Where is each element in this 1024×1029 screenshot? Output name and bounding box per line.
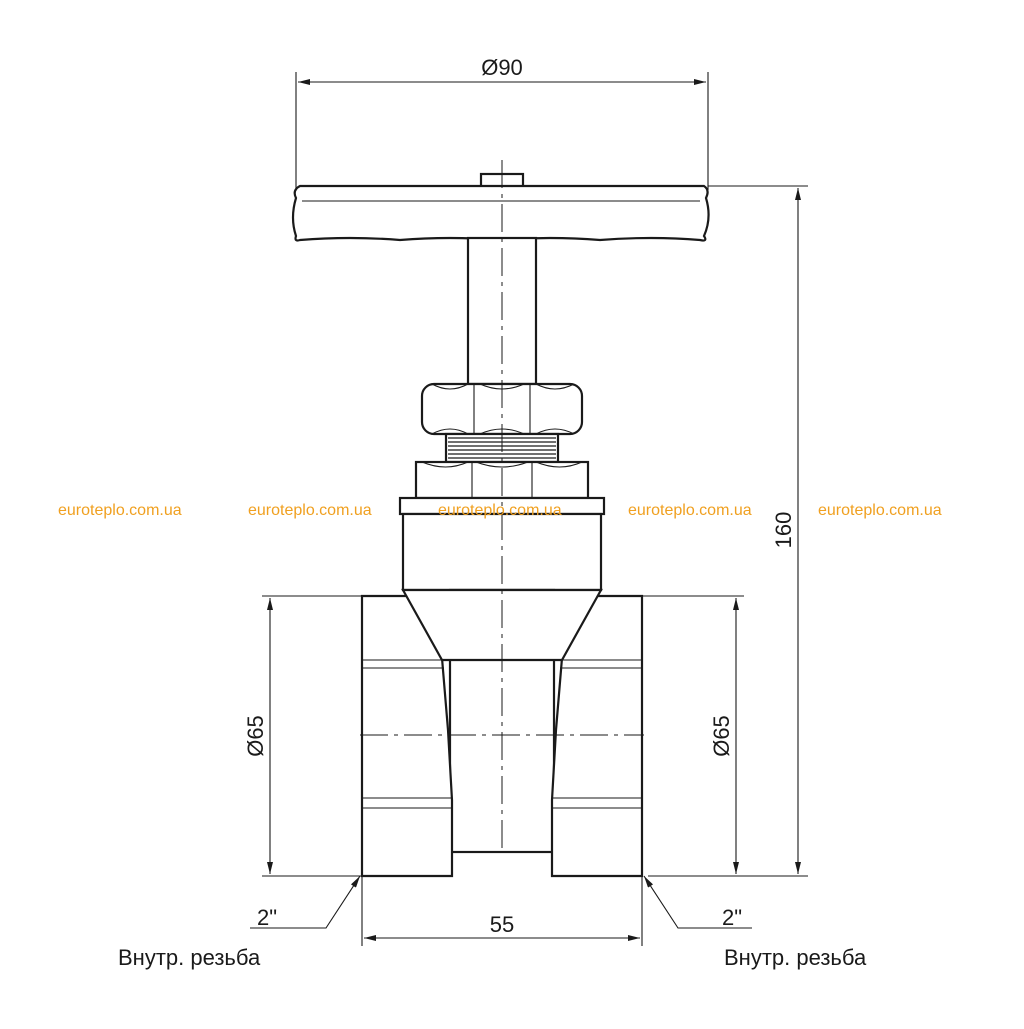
watermark-text: euroteplo.com.ua: [248, 502, 372, 519]
right-thread-size: 2": [722, 905, 742, 930]
dimension-right-body-diameter: Ø65: [642, 595, 744, 874]
thread-callout-left: 2" Внутр. резьба: [118, 875, 361, 970]
watermark-text: euroteplo.com.ua: [818, 502, 942, 519]
center-lines: [360, 160, 644, 850]
watermark-row: euroteplo.com.ua euroteplo.com.ua eurote…: [58, 502, 942, 519]
watermark-text: euroteplo.com.ua: [58, 502, 182, 519]
dimension-face-to-face: 55: [361, 876, 643, 946]
left-thread-size: 2": [257, 905, 277, 930]
watermark-text: euroteplo.com.ua: [438, 502, 562, 519]
dimension-handwheel-diameter: Ø90: [295, 55, 709, 190]
thread-callout-right: 2" Внутр. резьба: [643, 875, 867, 970]
right-body-diameter-label: Ø65: [709, 715, 734, 757]
handwheel-disc: [291, 184, 710, 242]
dimension-overall-height: 160: [648, 185, 808, 877]
overall-height-label: 160: [771, 512, 796, 549]
left-thread-note: Внутр. резьба: [118, 945, 261, 970]
dimension-left-body-diameter: Ø65: [243, 595, 362, 877]
left-body-diameter-label: Ø65: [243, 715, 268, 757]
face-to-face-label: 55: [490, 912, 514, 937]
handwheel-diameter-label: Ø90: [481, 55, 523, 80]
handwheel: [291, 172, 710, 242]
right-thread-note: Внутр. резьба: [724, 945, 867, 970]
watermark-text: euroteplo.com.ua: [628, 502, 752, 519]
